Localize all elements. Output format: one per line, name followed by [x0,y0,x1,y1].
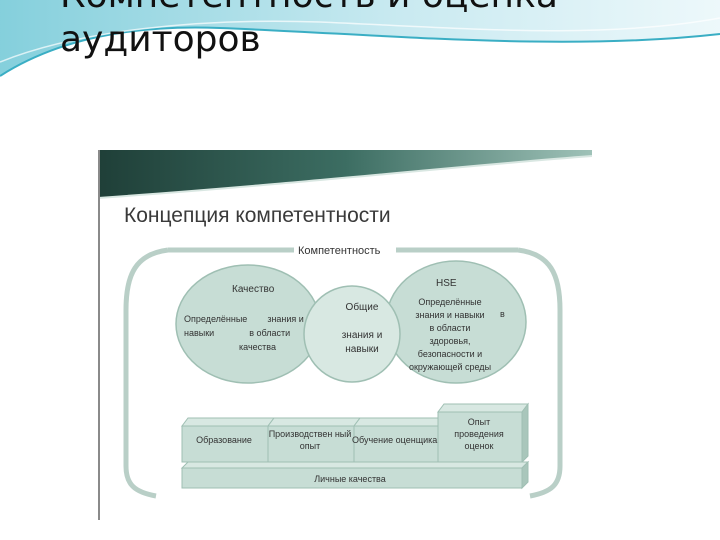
circle-hse-body: Определённые знания и навыки в области з… [390,296,510,374]
circle-hse-title: HSE [436,278,457,289]
circle-quality-body: Определённые знания и навыки в области к… [184,312,304,354]
block-personal-qualities-label: Личные качества [184,473,516,485]
circle-general-body: Общие знания и навыки [332,301,392,357]
block-assessment-experience-label: Опыт проведения оценок [442,416,516,452]
figure-top-banner [98,150,592,198]
figure-title: Концепция компетентности [124,204,391,228]
block-auditor-training-label: Обучение оценщика [352,434,436,446]
circle-hse-extra: в [500,309,505,319]
slide-title-line-2: аудиторов [60,18,700,62]
competence-concept-figure: Концепция компетентности Компетентность … [98,150,592,520]
circle-quality-title: Качество [232,284,274,295]
slide-title: Компетентность и оценка аудиторов [60,0,700,62]
block-work-experience-label: Производствен ный опыт [268,428,352,452]
figure-left-border [98,150,100,520]
competence-label: Компетентность [298,245,380,257]
competence-left-bracket [126,250,168,496]
block-education-label: Образование [184,434,264,446]
slide-title-line-1: Компетентность и оценка [60,0,700,18]
